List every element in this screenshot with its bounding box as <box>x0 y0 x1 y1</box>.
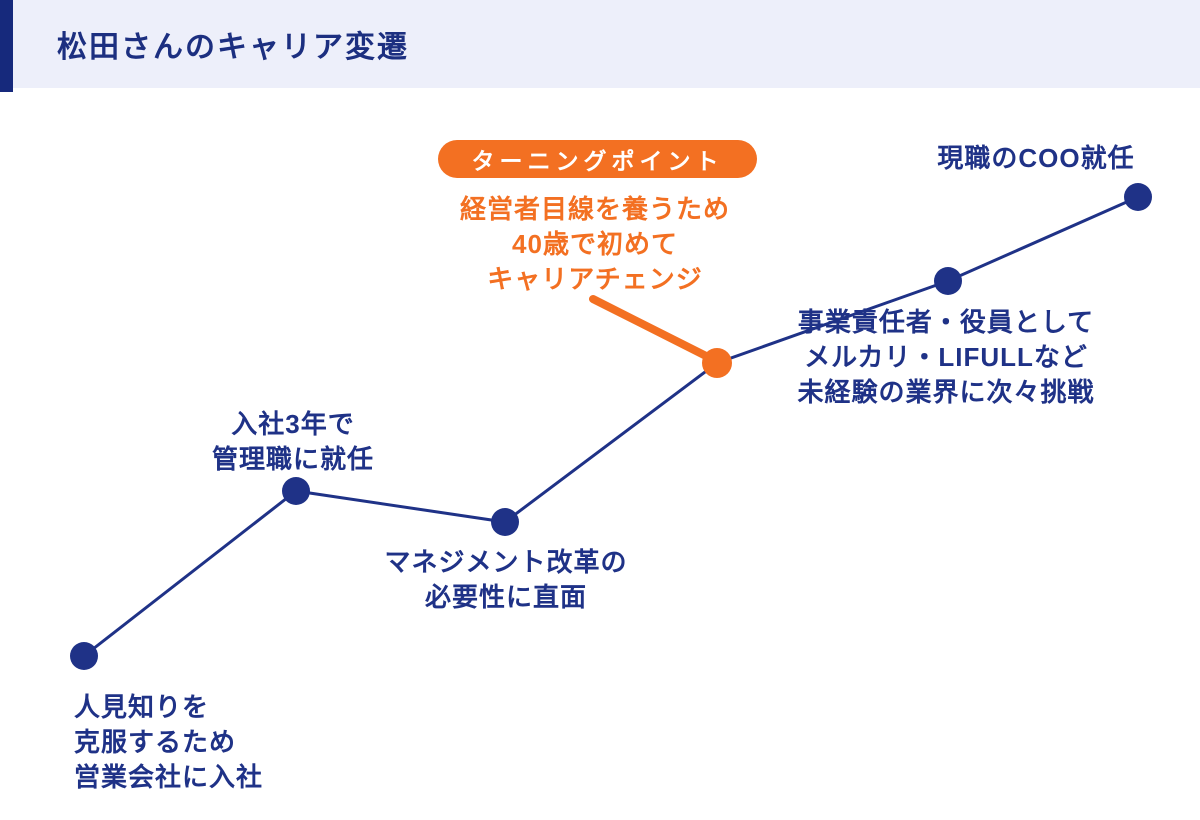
milestone-dot-manager-in-3-years <box>282 477 310 505</box>
page-title: 松田さんのキャリア変遷 <box>57 31 409 64</box>
milestone-label-line: 入社3年で <box>231 409 355 439</box>
career-path-line <box>83 195 1139 658</box>
milestone-label-line: 克服するため <box>74 727 237 757</box>
milestone-label-line: 現職のCOO就任 <box>937 143 1135 173</box>
milestone-label-current-coo: 現職のCOO就任 <box>937 141 1134 176</box>
milestone-label-line: 事業責任者・役員として <box>797 307 1095 337</box>
milestone-dot-executive-roles <box>934 267 962 295</box>
milestone-label-join-sales-company: 人見知りを 克服するため 営業会社に入社 <box>74 690 263 795</box>
milestone-label-line: 管理職に就任 <box>211 444 375 474</box>
milestone-label-line: マネジメント改革の <box>384 547 628 577</box>
header: 松田さんのキャリア変遷 <box>0 0 1200 92</box>
milestone-label-line: 未経験の業界に次々挑戦 <box>797 377 1095 407</box>
milestone-dot-career-change-at-40 <box>702 348 732 378</box>
turning-point-note: 経営者目線を養うため 40歳で初めて キャリアチェンジ <box>460 192 730 297</box>
turning-point-badge: ターニングポイント <box>438 140 757 178</box>
milestone-label-management-reform: マネジメント改革の 必要性に直面 <box>384 545 627 615</box>
milestone-label-line: 人見知りを <box>74 692 210 722</box>
turning-point-note-line: キャリアチェンジ <box>487 264 703 294</box>
milestone-dot-current-coo <box>1124 183 1152 211</box>
turning-point-note-line: 40歳で初めて <box>512 229 678 259</box>
milestone-dot-join-sales-company <box>70 642 98 670</box>
milestone-label-executive-roles: 事業責任者・役員として メルカリ・LIFULLなど 未経験の業界に次々挑戦 <box>797 305 1094 410</box>
milestone-label-line: メルカリ・LIFULLなど <box>804 342 1088 372</box>
turning-point-note-line: 経営者目線を養うため <box>459 194 731 224</box>
turning-point-connector-line <box>589 295 718 364</box>
milestone-label-manager-in-3-years: 入社3年で 管理職に就任 <box>212 407 374 477</box>
milestone-label-line: 営業会社に入社 <box>74 762 264 792</box>
header-accent-bar <box>0 0 13 92</box>
milestone-dot-management-reform <box>491 508 519 536</box>
milestone-label-line: 必要性に直面 <box>424 582 588 612</box>
